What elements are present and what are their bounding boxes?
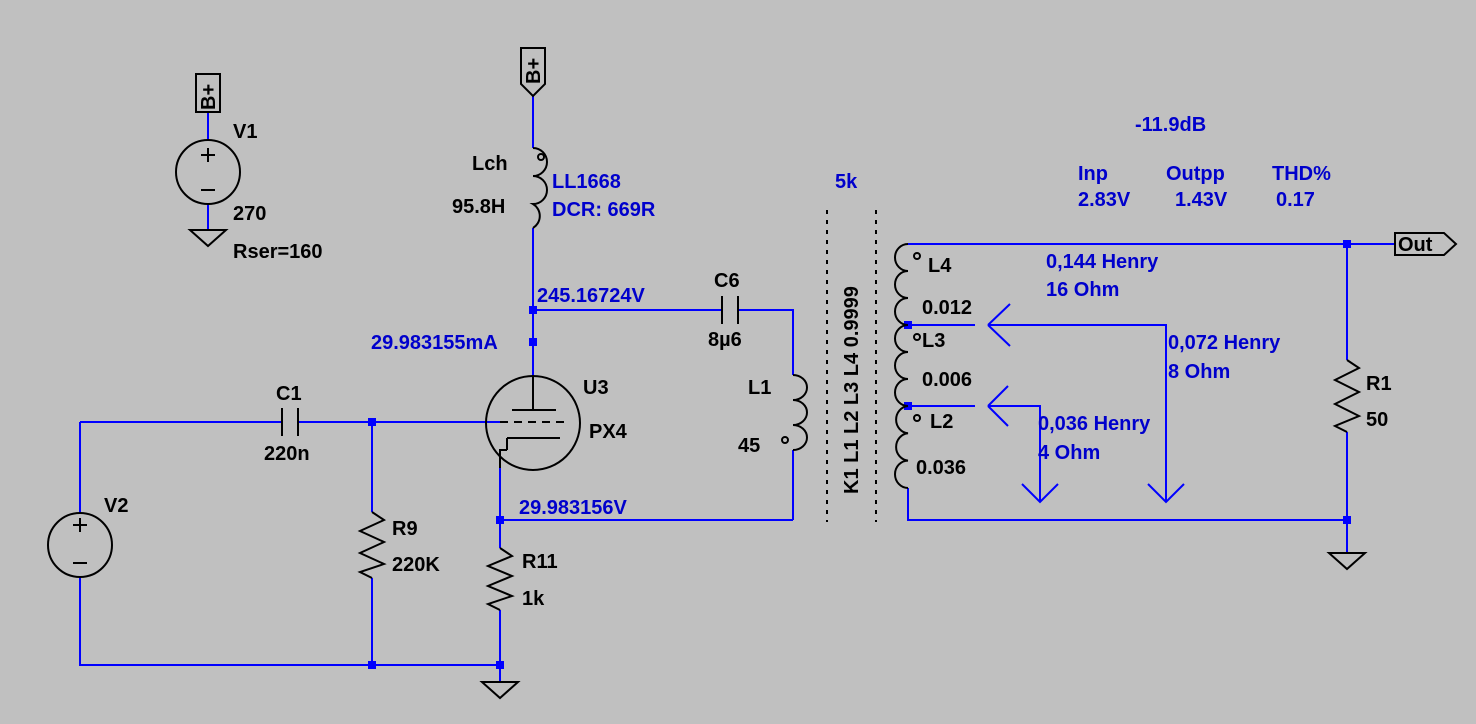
transformer-core xyxy=(826,210,877,522)
out-label: Out xyxy=(1398,234,1433,256)
plate-current: 29.983155mA xyxy=(371,332,498,354)
l1-name: L1 xyxy=(748,377,771,399)
node-plate-voltage: 245.16724V xyxy=(537,285,646,307)
lch-value: 95.8H xyxy=(452,196,505,218)
choke-lch[interactable] xyxy=(529,147,548,229)
capacitor-c1[interactable] xyxy=(281,408,299,436)
c1-value: 220n xyxy=(264,443,310,465)
note-16-ohm: 16 Ohm xyxy=(1046,279,1119,301)
note-8-ohm: 8 Ohm xyxy=(1168,361,1230,383)
r1-name: R1 xyxy=(1366,373,1392,395)
c6-name: C6 xyxy=(714,270,740,292)
bplus-flag-top: B+ xyxy=(520,47,546,98)
inductor-l1[interactable] xyxy=(781,374,808,451)
r9-value: 220K xyxy=(392,554,440,576)
v2-name: V2 xyxy=(104,495,128,517)
c6-value: 8µ6 xyxy=(708,329,742,351)
measure-inp-label: Inp xyxy=(1078,163,1108,185)
note-16-henry: 0,144 Henry xyxy=(1046,251,1159,273)
l4-value: 0.012 xyxy=(922,297,972,319)
resistor-r9[interactable] xyxy=(357,511,387,579)
bplus-flag-v1: B+ xyxy=(195,73,221,113)
lch-name: Lch xyxy=(472,153,508,175)
r11-name: R11 xyxy=(522,551,558,573)
v1-name: V1 xyxy=(233,121,257,143)
l3-value: 0.006 xyxy=(922,369,972,391)
u3-name: U3 xyxy=(583,377,609,399)
out-flag: Out xyxy=(1394,232,1458,256)
measure-outpp-label: Outpp xyxy=(1166,163,1225,185)
measure-thd-value: 0.17 xyxy=(1276,189,1315,211)
note-4-henry: 0,036 Henry xyxy=(1038,413,1151,435)
transformer-impedance: 5k xyxy=(835,171,858,193)
tube-u3[interactable] xyxy=(485,375,581,471)
ground-v1 xyxy=(187,229,229,248)
measure-db: -11.9dB xyxy=(1135,114,1206,136)
ground-output xyxy=(1326,552,1368,571)
bplus-label-v1: B+ xyxy=(198,84,220,110)
transformer-coupling: K1 L1 L2 L3 L4 0.9999 xyxy=(841,286,863,494)
note-4-ohm: 4 Ohm xyxy=(1038,442,1100,464)
v1-value: 270 xyxy=(233,203,266,225)
v1-source[interactable] xyxy=(175,139,241,205)
note-8-henry: 0,072 Henry xyxy=(1168,332,1281,354)
r1-value: 50 xyxy=(1366,409,1388,431)
node-cathode-voltage: 29.983156V xyxy=(519,497,628,519)
r11-value: 1k xyxy=(522,588,545,610)
l2-value: 0.036 xyxy=(916,457,966,479)
l1-value: 45 xyxy=(738,435,760,457)
ground-cathode xyxy=(479,681,521,700)
secondary-windings[interactable] xyxy=(894,243,921,489)
l3-name: L3 xyxy=(922,330,945,352)
c1-name: C1 xyxy=(276,383,302,405)
v2-source[interactable] xyxy=(47,512,113,578)
l2-name: L2 xyxy=(930,411,953,433)
v1-rser: Rser=160 xyxy=(233,241,323,263)
lch-dcr: DCR: 669R xyxy=(552,199,656,221)
u3-value: PX4 xyxy=(589,421,628,443)
measure-outpp-value: 1.43V xyxy=(1175,189,1228,211)
resistor-r11[interactable] xyxy=(485,547,515,611)
measure-inp-value: 2.83V xyxy=(1078,189,1131,211)
capacitor-c6[interactable] xyxy=(721,296,739,324)
l4-name: L4 xyxy=(928,255,952,277)
r9-name: R9 xyxy=(392,518,418,540)
lch-model: LL1668 xyxy=(552,171,621,193)
resistor-r1[interactable] xyxy=(1332,359,1362,433)
measure-thd-label: THD% xyxy=(1272,163,1331,185)
bplus-label-top: B+ xyxy=(523,58,545,84)
wires xyxy=(79,96,1395,682)
